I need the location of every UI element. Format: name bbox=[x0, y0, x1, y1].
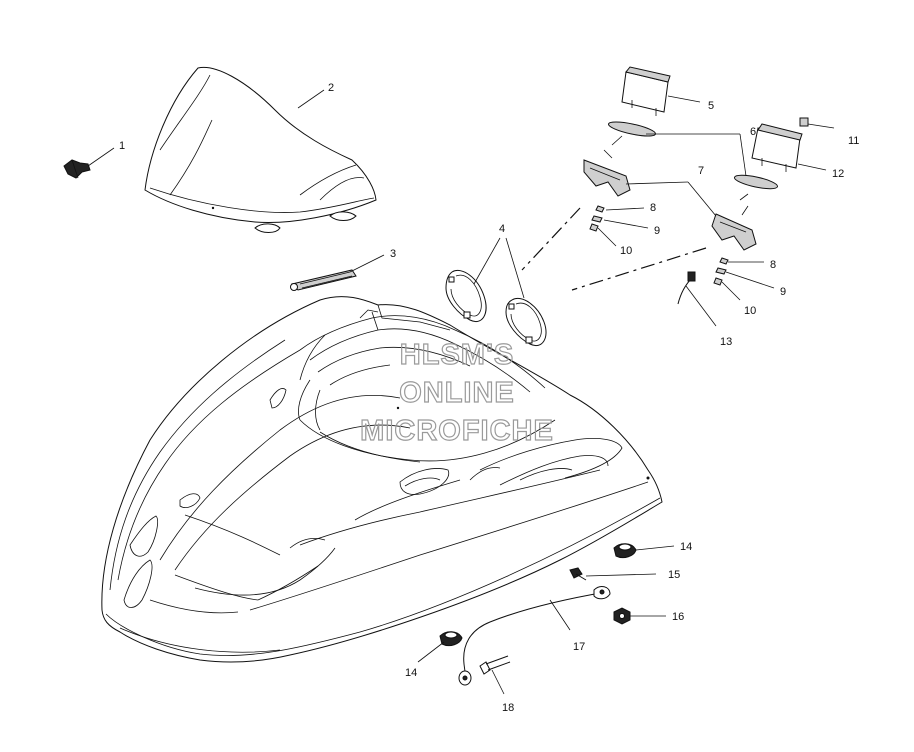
callout-10-lower: 10 bbox=[744, 305, 756, 317]
gauge-bezel-upper[interactable] bbox=[583, 159, 631, 197]
clip-part-lower[interactable] bbox=[439, 631, 463, 647]
callout-15: 15 bbox=[668, 569, 680, 581]
watermark-line-1: HLSM'S bbox=[400, 339, 514, 371]
spring-screw-set-lower[interactable] bbox=[713, 257, 729, 286]
callout-labels: 1 2 3 4 5 6 7 8 9 10 8 9 10 11 12 13 14 … bbox=[119, 82, 859, 714]
hood-part[interactable] bbox=[101, 296, 663, 663]
callout-9-upper: 9 bbox=[654, 225, 660, 237]
clip-part-upper[interactable] bbox=[613, 543, 637, 559]
callout-4: 4 bbox=[499, 223, 505, 235]
spring-screw-set-upper[interactable] bbox=[589, 205, 605, 232]
callout-6: 6 bbox=[750, 126, 756, 138]
callout-11: 11 bbox=[848, 135, 859, 147]
callout-3: 3 bbox=[390, 248, 396, 260]
callout-14-upper: 14 bbox=[680, 541, 692, 553]
watermark: HLSM'S ONLINE MICROFICHE bbox=[360, 338, 554, 447]
callout-13: 13 bbox=[720, 336, 732, 348]
callout-10-upper: 10 bbox=[620, 245, 632, 257]
small-cap-part[interactable] bbox=[799, 117, 809, 127]
callout-17: 17 bbox=[573, 641, 585, 653]
retaining-ring-right[interactable] bbox=[505, 298, 547, 346]
wire-connector-part[interactable] bbox=[677, 271, 696, 305]
callout-16: 16 bbox=[672, 611, 684, 623]
callout-14-lower: 14 bbox=[405, 667, 417, 679]
gauge-bezel-right[interactable] bbox=[711, 213, 757, 251]
rivet-part[interactable] bbox=[479, 655, 511, 675]
callout-5: 5 bbox=[708, 100, 714, 112]
leader-lines bbox=[87, 89, 835, 695]
windshield-part[interactable] bbox=[144, 66, 377, 233]
bolt-part[interactable] bbox=[569, 567, 587, 581]
callout-8-lower: 8 bbox=[770, 259, 776, 271]
gauge-housing-right[interactable] bbox=[751, 123, 803, 172]
nut-part[interactable] bbox=[613, 607, 631, 625]
watermark-line-2: ONLINE bbox=[399, 377, 515, 409]
gauge-housing-upper[interactable] bbox=[621, 66, 671, 116]
callout-7: 7 bbox=[698, 165, 704, 177]
retaining-ring-left[interactable] bbox=[445, 270, 487, 322]
callout-1: 1 bbox=[119, 140, 125, 152]
gauge-lens-right[interactable] bbox=[733, 173, 779, 192]
cable-part[interactable] bbox=[290, 269, 357, 291]
callout-2: 2 bbox=[328, 82, 334, 94]
tether-cable-part[interactable] bbox=[458, 586, 611, 686]
fastener-part[interactable] bbox=[63, 159, 91, 179]
callout-8-upper: 8 bbox=[650, 202, 656, 214]
callout-18: 18 bbox=[502, 702, 514, 714]
watermark-line-3: MICROFICHE bbox=[360, 415, 554, 447]
gauge-lens-upper[interactable] bbox=[607, 119, 656, 139]
callout-12: 12 bbox=[832, 168, 844, 180]
callout-9-lower: 9 bbox=[780, 286, 786, 298]
